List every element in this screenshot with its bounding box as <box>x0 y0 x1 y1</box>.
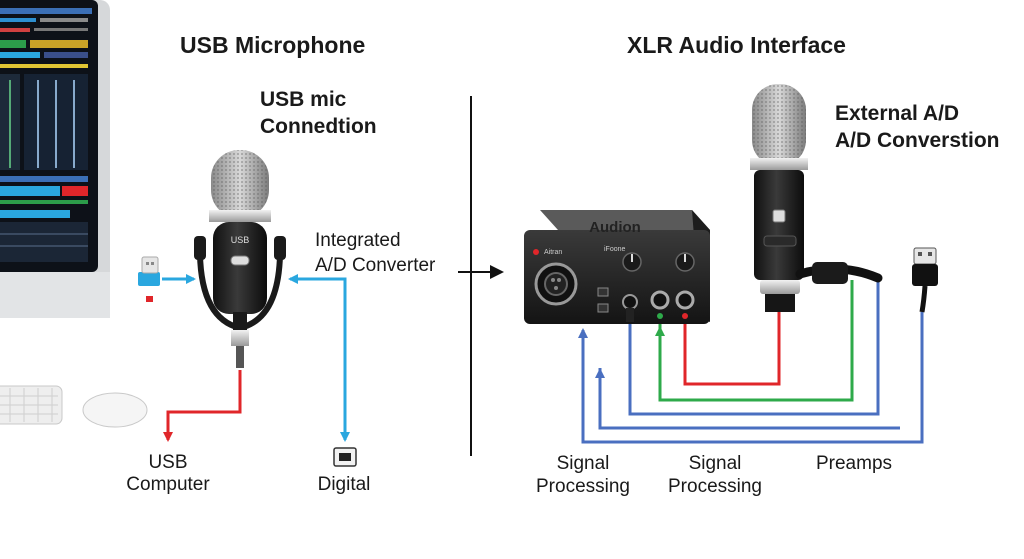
mic-badge: USB <box>231 235 250 245</box>
navy-signal-cable-2 <box>578 312 924 444</box>
usb-microphone-heading: USB Microphone <box>180 32 366 58</box>
interface-brand: Audion <box>589 219 641 236</box>
external-ad-line1: External A/D <box>835 102 960 125</box>
digital-connector-icon <box>333 447 357 467</box>
red-indicator-icon <box>146 296 153 302</box>
mic-to-computer-arrow <box>163 370 242 442</box>
usb-microphone <box>194 150 286 368</box>
xlr-microphone <box>750 84 883 312</box>
mouse <box>82 392 148 428</box>
interface-knob-label: iFoone <box>604 246 626 253</box>
usb-computer-label-line2: Computer <box>126 474 210 495</box>
usb-computer-label-line1: USB <box>148 452 188 473</box>
signal-processing-2-line2: Processing <box>668 476 762 497</box>
usb-mic-subheading-line2: Connedtion <box>260 115 377 138</box>
preamps-label: Preamps <box>815 453 893 474</box>
usb-a-plug-icon <box>912 247 938 313</box>
monitor-chin <box>0 272 110 318</box>
signal-processing-1-line1: Signal <box>556 453 610 474</box>
usb-plug-icon <box>138 256 160 302</box>
xlr-interface-heading: XLR Audio Interface <box>627 32 846 58</box>
computer-monitor <box>0 0 110 318</box>
usb-mic-subheading-line1: USB mic <box>260 88 347 111</box>
external-ad-line2: A/D Converstion <box>835 129 1000 152</box>
red-signal-cable <box>683 310 781 386</box>
callout-line2: A/D Converter <box>315 255 436 276</box>
navy-signal-cable-1 <box>628 280 880 416</box>
digital-to-mic-arrow <box>288 274 347 440</box>
interface-small-label: Aitran <box>544 249 562 256</box>
signal-processing-2-line1: Signal <box>688 453 742 474</box>
keyboard <box>0 385 63 425</box>
navy-signal-cable-3 <box>598 368 900 430</box>
green-signal-cable <box>655 280 854 402</box>
callout-line1: Integrated <box>315 230 401 251</box>
audio-interface <box>524 210 710 324</box>
daw-screen-content <box>0 8 92 262</box>
signal-processing-1-line2: Processing <box>536 476 630 497</box>
digital-label: Digital <box>317 474 371 495</box>
